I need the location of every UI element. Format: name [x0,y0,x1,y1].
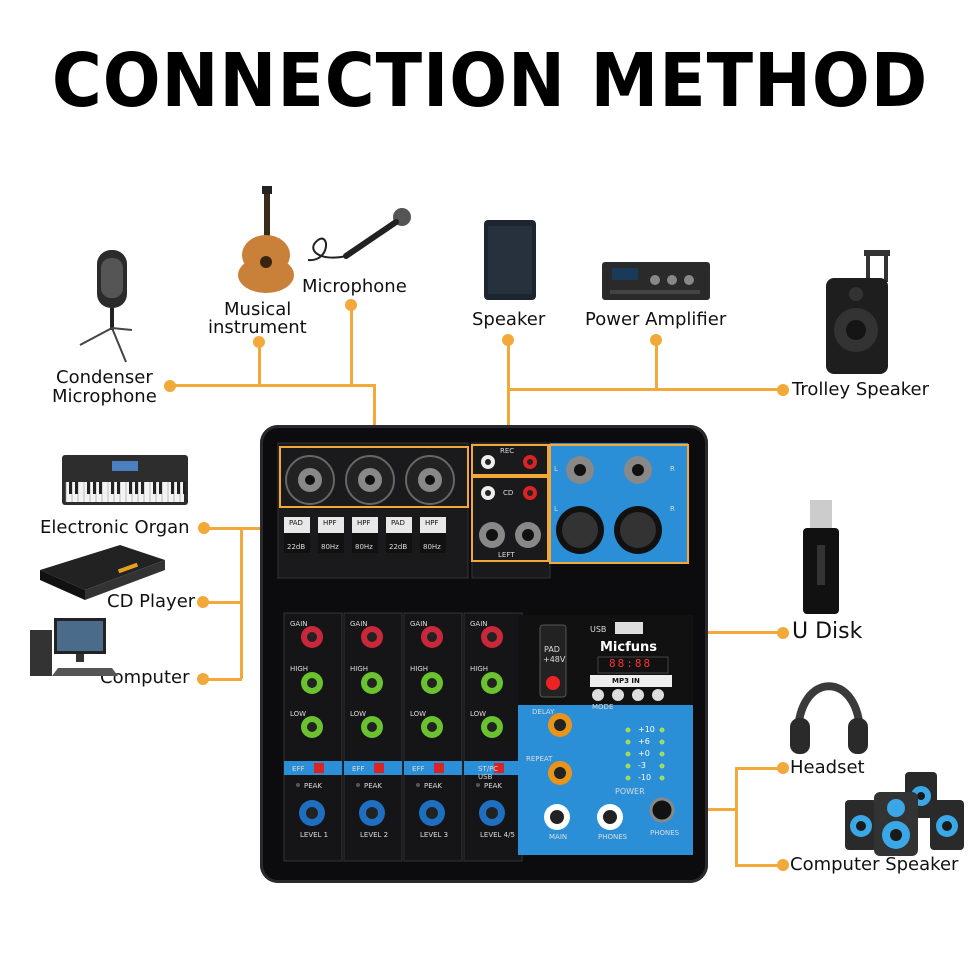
switch-value-2: 80Hz [321,543,339,551]
out-r-label: R [670,465,675,473]
stpc-label: ST/PC [478,765,499,773]
audio-mixer: Micfuns USB MP3 IN MODE PAD +48V DELAY R… [260,425,708,883]
switch-value-1: 22dB [287,543,306,551]
eff-label-1: EFF [292,765,305,773]
high-label-4: HIGH [470,665,489,673]
power-amplifier-label: Power Amplifier [585,309,727,330]
meter-label-2: +6 [638,737,650,746]
level-label-3: LEVEL 3 [420,831,449,839]
peak-label-1: PEAK [304,782,323,790]
power-label: POWER [615,787,645,796]
phones-knob-label: PHONES [598,833,628,841]
cd-label: CD [503,489,514,497]
computer-speaker-label: Computer Speaker [790,854,959,875]
high-label-3: HIGH [410,665,429,673]
musical-instrument-label-line2: instrument [208,317,307,338]
power-amplifier-icon [602,262,710,300]
main-r-label: R [670,505,675,513]
gain-label-1: GAIN [290,620,308,628]
condenser-microphone-label-line2: Microphone [52,386,157,407]
gain-label-4: GAIN [470,620,488,628]
switch-label-2: HPF [323,519,337,527]
lcd-display: 88:88 [609,657,653,670]
page-title: CONNECTION METHOD [51,38,929,124]
level-label-4: LEVEL 4/5 [480,831,515,839]
electronic-organ-icon [62,455,188,505]
switch-value-3: 80Hz [355,543,373,551]
low-label-3: LOW [410,710,427,718]
mixer-panel [277,442,693,862]
main-label: MAIN [549,833,568,841]
condenser-microphone-label: Condenser [56,367,153,388]
electronic-organ-label: Electronic Organ [40,517,190,538]
rec-label: REC [500,447,515,455]
usb-disk-icon [803,500,839,614]
trolley-speaker-icon [826,250,890,374]
high-label-2: HIGH [350,665,369,673]
computer-label: Computer [100,667,190,688]
mode-label: MODE [592,703,614,711]
level-label-1: LEVEL 1 [300,831,329,839]
gain-label-3: GAIN [410,620,428,628]
trolley-speaker-label: Trolley Speaker [792,379,930,400]
gain-label-2: GAIN [350,620,368,628]
switch-label-4: PAD [391,519,405,527]
peak-label-3: PEAK [424,782,443,790]
switch-label-1: PAD [289,519,303,527]
pad48-label-line2: +48V [543,655,566,664]
switch-value-4: 22dB [389,543,408,551]
main-l-label: L [554,505,558,513]
delay-label: DELAY [532,708,555,716]
mp3-in-label: MP3 IN [612,677,640,685]
level-label-2: LEVEL 2 [360,831,389,839]
meter-label-3: +0 [638,749,650,758]
computer-icon [30,618,118,676]
peak-label-2: PEAK [364,782,383,790]
meter-label-4: -3 [638,761,646,770]
low-label-4: LOW [470,710,487,718]
switch-value-5: 80Hz [423,543,441,551]
microphone-label: Microphone [302,276,407,297]
condenser-microphone-icon [79,250,133,363]
u-disk-label: U Disk [792,619,863,644]
pad48-label: PAD [544,645,560,654]
headset-label: Headset [790,757,865,778]
meter-label-5: -10 [638,773,652,782]
low-label-2: LOW [350,710,367,718]
repeat-label: REPEAT [526,755,553,763]
musical-instrument-label: Musical [224,299,292,320]
low-label-1: LOW [290,710,307,718]
eff-label-2: EFF [352,765,365,773]
headset-icon [790,682,868,754]
speaker-icon [484,220,536,300]
cd-player-label: CD Player [107,591,196,612]
high-label-1: HIGH [290,665,309,673]
meter-label-1: +10 [638,725,655,734]
peak-label-4: PEAK [484,782,503,790]
microphone-icon [307,208,411,262]
switch-label-3: HPF [357,519,371,527]
computer-speaker-icon [845,772,964,856]
phones-jack-label: PHONES [650,829,680,837]
usb-port-label: USB [590,625,607,634]
stpc-usb-label: USB [478,773,493,781]
mixer-brand: Micfuns [600,640,658,655]
out-l-label: L [554,465,558,473]
cd-player-icon [40,545,165,600]
speaker-label: Speaker [472,309,546,330]
guitar-icon [238,186,294,293]
left-label: LEFT [498,551,515,559]
eff-label-3: EFF [412,765,425,773]
switch-label-5: HPF [425,519,439,527]
